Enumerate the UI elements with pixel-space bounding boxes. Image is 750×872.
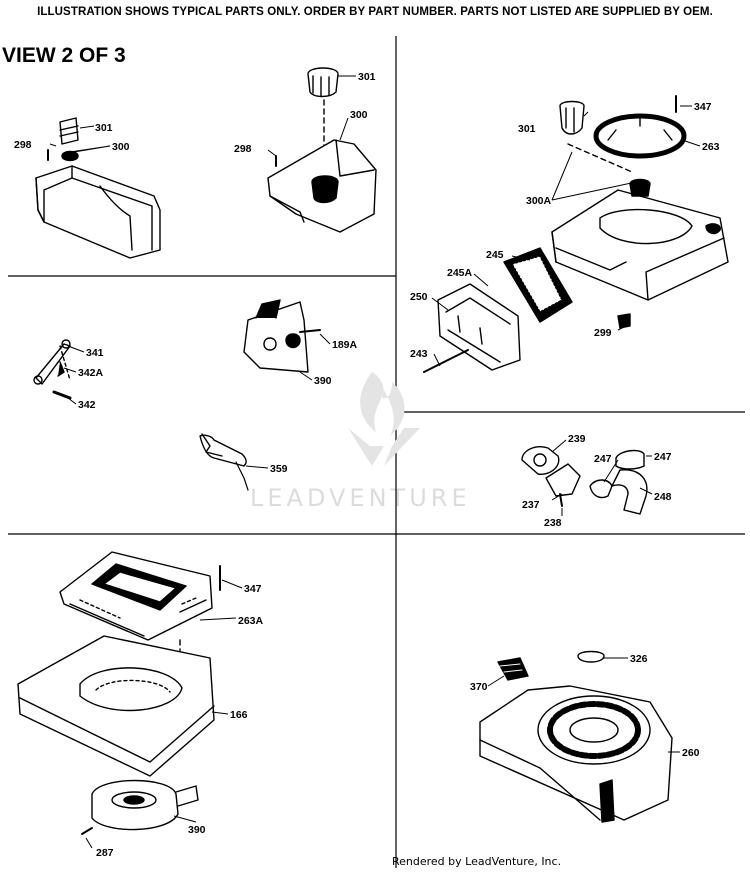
blower-housing-cover <box>59 551 221 701</box>
callout-390: 390 <box>314 375 332 387</box>
callout-245: 245 <box>486 249 504 261</box>
callout-247: 247 <box>654 451 672 463</box>
governor-spring <box>199 433 249 491</box>
fuel-tank-large <box>267 67 377 233</box>
callout-347: 347 <box>244 583 262 595</box>
callout-237: 237 <box>522 499 540 511</box>
callout-239: 239 <box>568 433 586 445</box>
callout-301: 301 <box>518 123 536 135</box>
callout-248: 248 <box>654 491 672 503</box>
callout-287: 287 <box>96 847 114 859</box>
callout-390: 390 <box>188 824 206 836</box>
callout-359: 359 <box>270 463 288 475</box>
air-cleaner-assembly <box>423 95 729 373</box>
callout-263A: 263A <box>238 615 264 627</box>
callout-300A: 300A <box>526 195 552 207</box>
intake-elbow <box>521 446 648 515</box>
callout-300: 300 <box>112 141 130 153</box>
callout-299: 299 <box>594 327 612 339</box>
watermark-logo <box>348 372 420 466</box>
callout-263: 263 <box>702 141 720 153</box>
callout-247: 247 <box>594 453 612 465</box>
callout-301: 301 <box>95 122 113 134</box>
throttle-linkage <box>33 339 72 400</box>
callout-166: 166 <box>230 709 248 721</box>
callout-341: 341 <box>86 347 104 359</box>
callout-labels: 301 300 298 301 300 298 347 301 263 300A… <box>14 71 720 859</box>
leader-lines <box>49 75 701 849</box>
recoil-starter <box>81 779 199 835</box>
callout-238: 238 <box>544 517 562 529</box>
callout-342A: 342A <box>78 367 104 379</box>
view-title: VIEW 2 OF 3 <box>2 44 126 67</box>
footer-credit: Rendered by LeadVenture, Inc. <box>392 855 562 868</box>
engine-shroud <box>17 635 215 777</box>
header-notice: ILLUSTRATION SHOWS TYPICAL PARTS ONLY. O… <box>37 6 713 18</box>
blower-housing <box>479 650 673 823</box>
callout-301: 301 <box>358 71 376 83</box>
callout-342: 342 <box>78 399 96 411</box>
callout-370: 370 <box>470 681 488 693</box>
callout-245A: 245A <box>447 267 473 279</box>
control-bracket <box>243 299 321 373</box>
callout-243: 243 <box>410 348 428 360</box>
part-drawings <box>17 67 729 835</box>
callout-326: 326 <box>630 653 648 665</box>
fuel-tank-small <box>35 117 161 259</box>
callout-300: 300 <box>350 109 368 121</box>
callout-347: 347 <box>694 101 712 113</box>
callout-260: 260 <box>682 747 700 759</box>
watermark-text: LEADVENTURE <box>250 484 471 512</box>
callout-298: 298 <box>14 139 32 151</box>
callout-298: 298 <box>234 143 252 155</box>
callout-189A: 189A <box>332 339 358 351</box>
callout-250: 250 <box>410 291 428 303</box>
